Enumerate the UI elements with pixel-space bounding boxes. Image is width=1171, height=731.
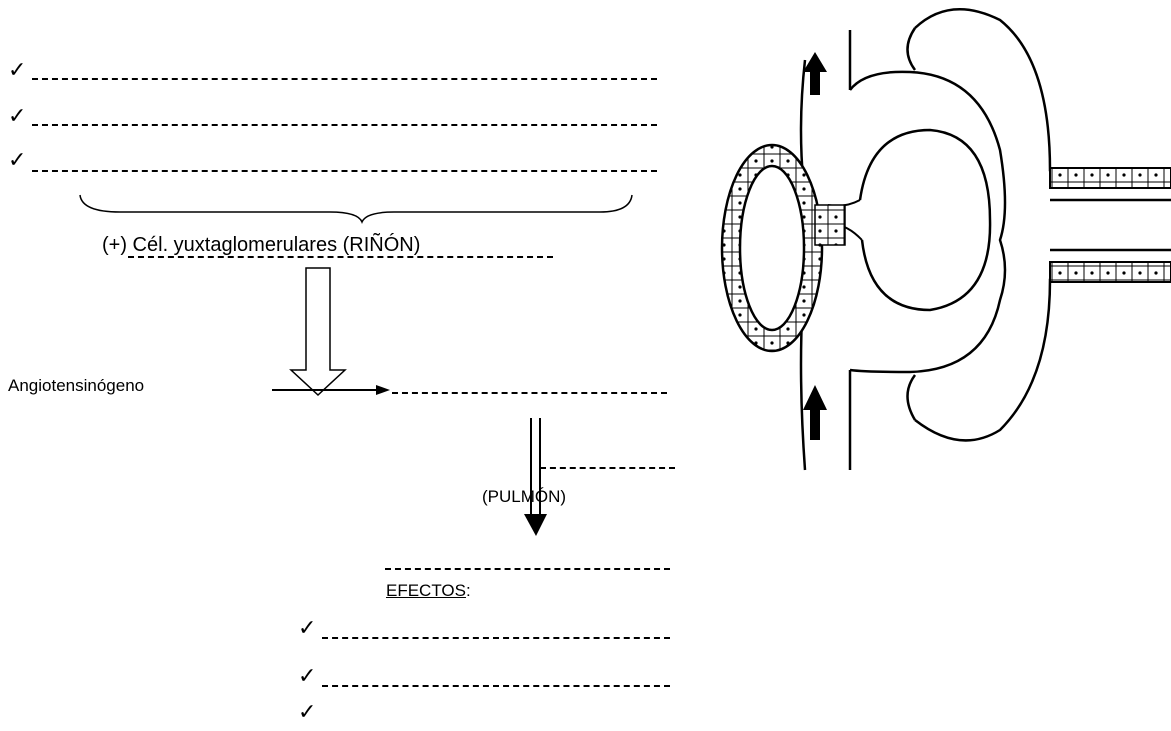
organ-label: (PULMÓN) [482,487,567,506]
flow-arrow-up-bottom [803,385,827,440]
top-check-3: ✓ [8,148,27,173]
effect-check-3: ✓ [298,700,317,725]
effects-heading: EFECTOS: [386,581,471,601]
effect-blank-line-2[interactable] [322,685,670,687]
top-check-1: ✓ [8,58,27,83]
substrate-label: Angiotensinógeno [8,376,145,395]
hollow-down-arrow [289,267,347,397]
bowman-capsule-inner [858,128,992,312]
top-blank-line-3[interactable] [32,170,657,172]
distal-tubule-lumen [738,164,806,332]
lung-arrow-head [524,514,547,536]
effects-colon: : [465,581,471,600]
tubule-epithelium-lower [1049,261,1171,283]
final-product-blank-line[interactable] [385,568,670,570]
tubule-outer-loop-lower [914,278,1170,442]
tubule-inner-lower [906,374,917,421]
tubule-outer-loop [914,8,1170,172]
lung-enzyme-blank-line[interactable] [540,467,675,469]
top-blank-line-1[interactable] [32,78,657,80]
juxtaglomerular-cells [814,204,846,246]
effect-check-1: ✓ [298,616,317,641]
effects-title: EFECTOS [386,581,466,600]
flow-arrow-up-top [803,52,827,95]
top-check-2: ✓ [8,104,27,129]
conversion-arrow-head [376,385,390,395]
effect-check-2: ✓ [298,664,317,689]
top-blank-line-2[interactable] [32,124,657,126]
stimulus-label: (+) Cél. yuxtaglomerulares (RIÑÓN) [102,234,421,256]
tubule-inner-upper [906,27,917,71]
effect-blank-line-1[interactable] [322,637,670,639]
enzyme-blank-line[interactable] [128,256,553,258]
flow-diagram-lines [79,194,633,536]
nephron-illustration [720,8,1171,471]
curly-brace [79,194,633,225]
bowman-capsule-outer [849,70,1007,374]
tubule-epithelium-upper [1049,167,1171,189]
product-blank-line[interactable] [392,392,667,394]
